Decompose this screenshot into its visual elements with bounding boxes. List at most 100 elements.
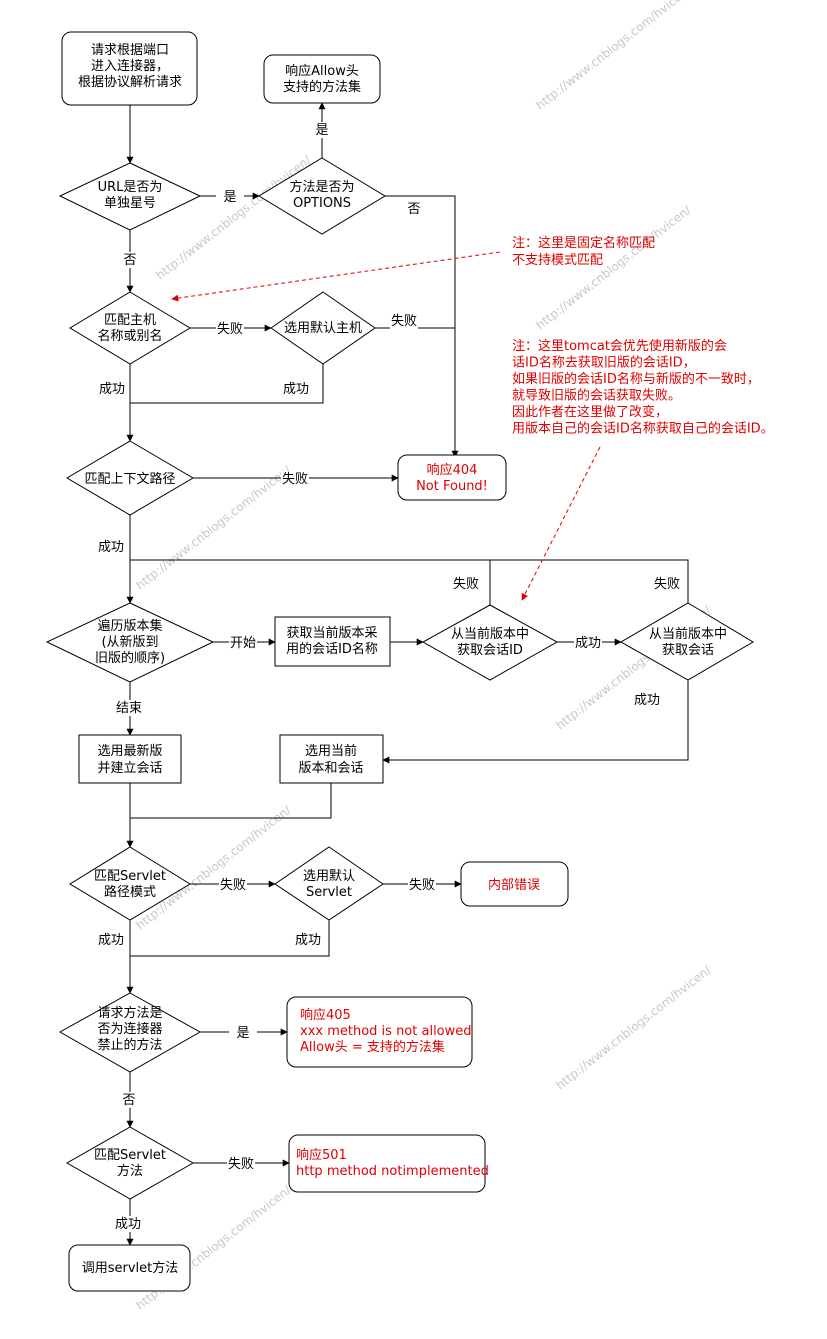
flow-shapes xyxy=(45,31,754,1292)
edge-label-bg xyxy=(653,576,681,592)
node-text-allow-resp: 响应Allow头支持的方法集 xyxy=(283,63,361,95)
edge-label-context-fail: 失败 xyxy=(282,472,308,487)
edge-label-default-servlet-success: 成功 xyxy=(295,933,321,948)
node-allow-resp xyxy=(263,54,381,104)
node-start xyxy=(61,31,198,106)
edge-label-options-no: 否 xyxy=(407,202,420,217)
node-text-invoke: 调用servlet方法 xyxy=(82,1260,179,1276)
edge-label-bg xyxy=(115,700,143,716)
edge-label-host-success: 成功 xyxy=(99,382,125,397)
node-text-iterate-versions: 遍历版本集(从新版到旧版的顺序) xyxy=(95,618,165,666)
edge-label-bg xyxy=(294,932,322,948)
note1-arrow xyxy=(171,251,501,302)
watermark-text: http://www.cnblogs.com/hvicen/ xyxy=(533,0,694,112)
node-context-match xyxy=(66,440,194,516)
node-iterate-versions xyxy=(45,602,215,683)
edge-label-bg xyxy=(114,1216,142,1232)
edge-label-forbidden-yes: 是 xyxy=(236,1026,249,1041)
node-resp-501 xyxy=(288,1134,486,1193)
node-default-host xyxy=(270,291,376,365)
node-get-session-id xyxy=(421,604,559,681)
node-text-internal-error: 内部错误 xyxy=(488,877,540,893)
node-select-current xyxy=(279,734,384,784)
node-invoke xyxy=(68,1244,191,1292)
edge-label-bg xyxy=(229,635,257,651)
edge-label-method-success: 成功 xyxy=(115,1217,141,1232)
node-text-method-forbidden: 请求方法是否为连接器禁止的方法 xyxy=(97,1005,162,1053)
edge-label-bg xyxy=(229,1025,257,1041)
edge-label-bg xyxy=(281,471,309,487)
edge-current-merge xyxy=(130,783,332,819)
edge-label-servlet-fail: 失败 xyxy=(220,878,246,893)
edge-label-bg xyxy=(633,692,661,708)
watermark-text: http://www.cnblogs.com/hvicen/ xyxy=(553,962,714,1092)
edge-loop-top xyxy=(130,559,689,603)
edge-label-context-success: 成功 xyxy=(98,540,124,555)
edge-label-bg xyxy=(216,321,244,337)
node-get-session xyxy=(619,602,754,681)
node-text-select-current: 选用当前版本和会话 xyxy=(298,743,363,776)
edge-label-layer: 是否是否失败成功失败成功失败成功开始结束成功失败失败成功失败成功失败成功是否失败… xyxy=(97,122,681,1232)
edge-label-bg xyxy=(452,576,480,592)
node-not-found xyxy=(397,454,507,501)
node-text-get-session-name: 获取当前版本采用的会话ID名称 xyxy=(286,625,378,657)
edge-defaultservlet-success xyxy=(130,920,330,957)
node-text-get-session-id: 从当前版本中获取会话ID xyxy=(451,626,529,658)
note-note2: 注：这里tomcat会优先使用新版的会话ID名称去获取旧版的会话ID，如果旧版的… xyxy=(512,338,774,437)
edge-label-bg xyxy=(115,1092,143,1108)
edge-label-bg xyxy=(227,1156,255,1172)
node-select-latest xyxy=(78,734,182,784)
edge-label-bg xyxy=(408,877,436,893)
edge-label-session-id-fail: 失败 xyxy=(453,577,479,592)
node-text-start: 请求根据端口进入连接器，根据协议解析请求 xyxy=(78,43,182,90)
edge-getsession-current xyxy=(382,680,689,764)
edge-label-bg xyxy=(216,189,244,205)
edge-label-bg xyxy=(390,313,418,329)
edge-label-bg xyxy=(308,122,336,138)
note2-arrow xyxy=(521,446,601,601)
node-text-get-session: 从当前版本中获取会话 xyxy=(649,626,727,658)
edge-defaulthost-success xyxy=(130,364,324,404)
edge-label-iterate-start: 开始 xyxy=(230,636,256,651)
edge-label-default-host-fail: 失败 xyxy=(391,314,417,329)
edge-label-bg xyxy=(219,877,247,893)
edge-label-bg xyxy=(400,201,428,217)
edge-label-bg xyxy=(98,381,126,397)
node-text-default-host: 选用默认主机 xyxy=(284,320,362,336)
edge-label-session-success: 成功 xyxy=(634,693,660,708)
edge-label-host-fail: 失败 xyxy=(217,322,243,337)
node-host-match xyxy=(69,291,191,365)
edge-label-method-fail: 失败 xyxy=(228,1157,254,1172)
node-servlet-match xyxy=(69,846,191,921)
node-options-check xyxy=(258,157,386,235)
note-note1: 注：这里是固定名称匹配不支持模式匹配 xyxy=(512,235,655,268)
edge-label-bg xyxy=(97,539,125,555)
edge-options-404 xyxy=(385,195,459,458)
edge-label-bg xyxy=(116,252,144,268)
edge-label-default-servlet-fail: 失败 xyxy=(409,878,435,893)
note-layer: 注：这里是固定名称匹配不支持模式匹配注：这里tomcat会优先使用新版的会话ID… xyxy=(512,235,774,437)
node-default-servlet xyxy=(274,846,384,921)
edge-label-options-yes: 是 xyxy=(315,123,328,138)
edge-label-session-fail: 失败 xyxy=(654,577,680,592)
edge-label-iterate-end: 结束 xyxy=(116,701,142,716)
edge-label-default-host-success: 成功 xyxy=(283,382,309,397)
node-internal-error xyxy=(460,861,569,907)
node-get-session-name xyxy=(274,616,391,667)
node-text-host-match: 匹配主机名称或别名 xyxy=(97,313,162,344)
node-text-select-latest: 选用最新版并建立会话 xyxy=(97,743,162,776)
node-servlet-method xyxy=(65,1126,195,1200)
watermark-text: http://www.cnblogs.com/hvicen/ xyxy=(153,152,314,282)
edge-label-forbidden-no: 否 xyxy=(122,1093,135,1108)
node-resp-405 xyxy=(286,996,473,1068)
edge-label-servlet-success: 成功 xyxy=(98,933,124,948)
